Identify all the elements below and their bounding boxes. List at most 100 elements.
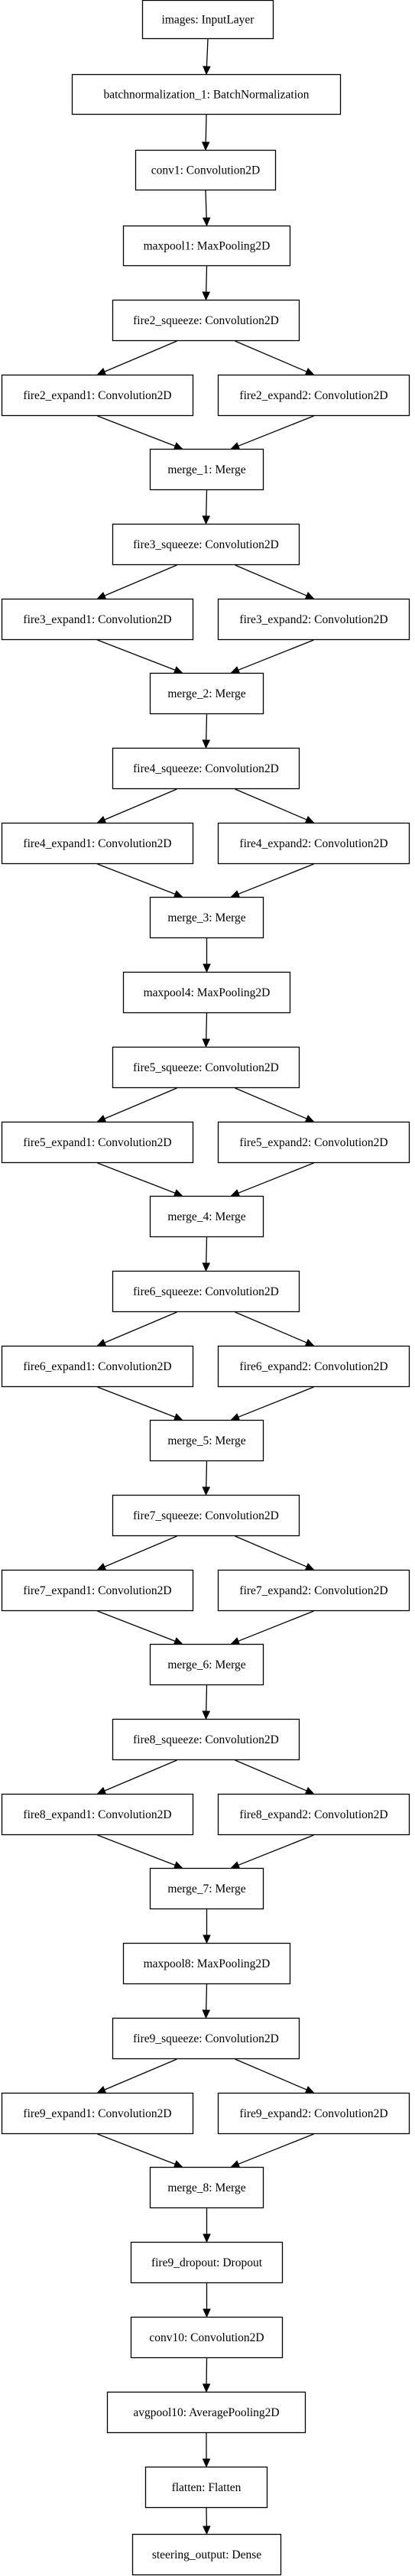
arrow-head-icon [173,1413,183,1421]
node-box [112,2017,300,2060]
edge-batchnormalization-1-to-conv1 [201,114,210,151]
edge-merge-4-to-fire6-squeeze [202,1236,211,1272]
edge-line [97,1386,176,1418]
arrow-head-icon [173,890,183,898]
edge-line [206,489,208,517]
node-fire8-expand2: fire8_expand2: Convolution2D [217,1793,410,1836]
node-label: maxpool1: MaxPooling2D [144,240,271,253]
node-label: merge_8: Merge [167,2181,245,2194]
arrow-head-icon [203,2526,211,2535]
edge-fire7-squeeze-to-fire7-expand1 [96,1535,177,1571]
arrow-head-icon [230,666,241,674]
edge-merge-8-to-fire9-dropout [203,2208,211,2243]
node-conv1: conv1: Convolution2D [135,149,277,191]
node-label: fire3_expand1: Convolution2D [23,613,171,626]
edge-fire7-expand1-to-merge-6 [97,1610,183,1645]
edge-maxpool1-to-fire2-squeeze [202,265,211,301]
edge-fire7-expand2-to-merge-6 [230,1610,314,1645]
arrow-head-icon [304,816,315,823]
edge-line [235,2058,307,2090]
node-fire3-expand2: fire3_expand2: Convolution2D [217,598,410,641]
edge-maxpool4-to-fire5-squeeze [202,1012,211,1048]
edge-fire5-squeeze-to-fire5-expand2 [235,1087,315,1122]
node-fire2-squeeze: fire2_squeeze: Convolution2D [112,299,300,342]
arrow-head-icon [230,890,241,898]
edge-merge-2-to-fire4-squeeze [202,713,211,749]
node-box [149,2166,264,2209]
node-label: batchnormalization_1: BatchNormalization [103,89,309,102]
arrow-head-icon [96,592,107,599]
arrow-head-icon [202,2458,211,2468]
edge-line [238,1610,314,1642]
edge-flatten-to-steering-output [203,2507,211,2535]
node-box [122,225,291,267]
arrow-head-icon [202,515,211,525]
node-box [122,1942,291,1985]
edge-fire4-expand1-to-merge-3 [97,863,183,898]
edge-line [235,1087,307,1119]
node-box [112,299,300,342]
arrow-head-icon [96,2086,107,2094]
edge-line [97,415,176,447]
edge-line [235,788,307,820]
edge-conv1-to-maxpool1 [202,190,211,227]
arrow-head-icon [173,1189,183,1197]
arrow-head-icon [96,1787,107,1795]
edge-images-to-batchnormalization-1 [203,38,211,76]
edge-line [104,564,177,596]
edge-merge-1-to-fire3-squeeze [202,489,211,525]
node-label: fire6_expand1: Convolution2D [23,1360,171,1373]
node-box [112,1270,300,1313]
node-label: fire2_squeeze: Convolution2D [133,314,279,327]
node-merge-6: merge_6: Merge [149,1643,264,1686]
arrow-head-icon [304,1787,315,1795]
node-fire7-expand2: fire7_expand2: Convolution2D [217,1569,410,1612]
node-box [135,149,277,191]
edge-fire8-squeeze-to-fire8-expand2 [235,1759,315,1795]
arrow-head-icon [230,442,241,450]
node-box [1,822,194,865]
edge-fire3-squeeze-to-fire3-expand1 [96,564,177,599]
edge-line [104,1087,177,1119]
node-label: fire7_squeeze: Convolution2D [133,1509,279,1522]
arrow-head-icon [230,1861,241,1869]
node-box [149,672,264,715]
arrow-head-icon [304,1115,315,1122]
edge-line [238,1834,314,1866]
edge-fire7-squeeze-to-fire7-expand2 [235,1535,315,1571]
node-label: flatten: Flatten [172,2481,242,2494]
arrow-head-icon [202,1710,211,1720]
arrow-head-icon [230,1189,241,1197]
arrow-head-icon [201,141,210,151]
edge-merge-3-to-maxpool4 [203,938,211,973]
node-merge-8: merge_8: Merge [149,2166,264,2209]
node-fire9-expand2: fire9_expand2: Convolution2D [217,2092,410,2135]
node-label: conv1: Convolution2D [151,164,261,177]
edge-fire4-expand2-to-merge-3 [230,863,314,898]
edge-line [97,863,176,895]
node-fire4-expand2: fire4_expand2: Convolution2D [217,822,410,865]
node-box [112,1046,300,1089]
arrow-head-icon [173,442,183,450]
edge-line [104,1759,177,1792]
node-fire4-squeeze: fire4_squeeze: Convolution2D [112,747,300,790]
edge-fire3-squeeze-to-fire3-expand2 [235,564,315,599]
edge-line [104,340,177,372]
edge-line [104,1311,177,1343]
node-label: merge_3: Merge [167,911,245,924]
node-label: fire5_expand2: Convolution2D [239,1136,387,1149]
edge-line [235,1759,307,1792]
node-fire9-dropout: fire9_dropout: Dropout [130,2241,284,2284]
node-label: merge_1: Merge [167,463,245,476]
node-fire7-expand1: fire7_expand1: Convolution2D [1,1569,194,1612]
node-fire6-expand1: fire6_expand1: Convolution2D [1,1345,194,1388]
node-images: images: InputLayer [141,0,274,40]
node-maxpool1: maxpool1: MaxPooling2D [122,225,291,267]
node-box [112,1494,300,1537]
node-box [149,1867,264,1910]
node-merge-3: merge_3: Merge [149,896,264,939]
node-label: fire2_expand2: Convolution2D [239,389,387,402]
node-box [1,1793,194,1836]
edge-fire2-squeeze-to-fire2-expand2 [235,340,315,375]
arrow-head-icon [96,368,107,375]
